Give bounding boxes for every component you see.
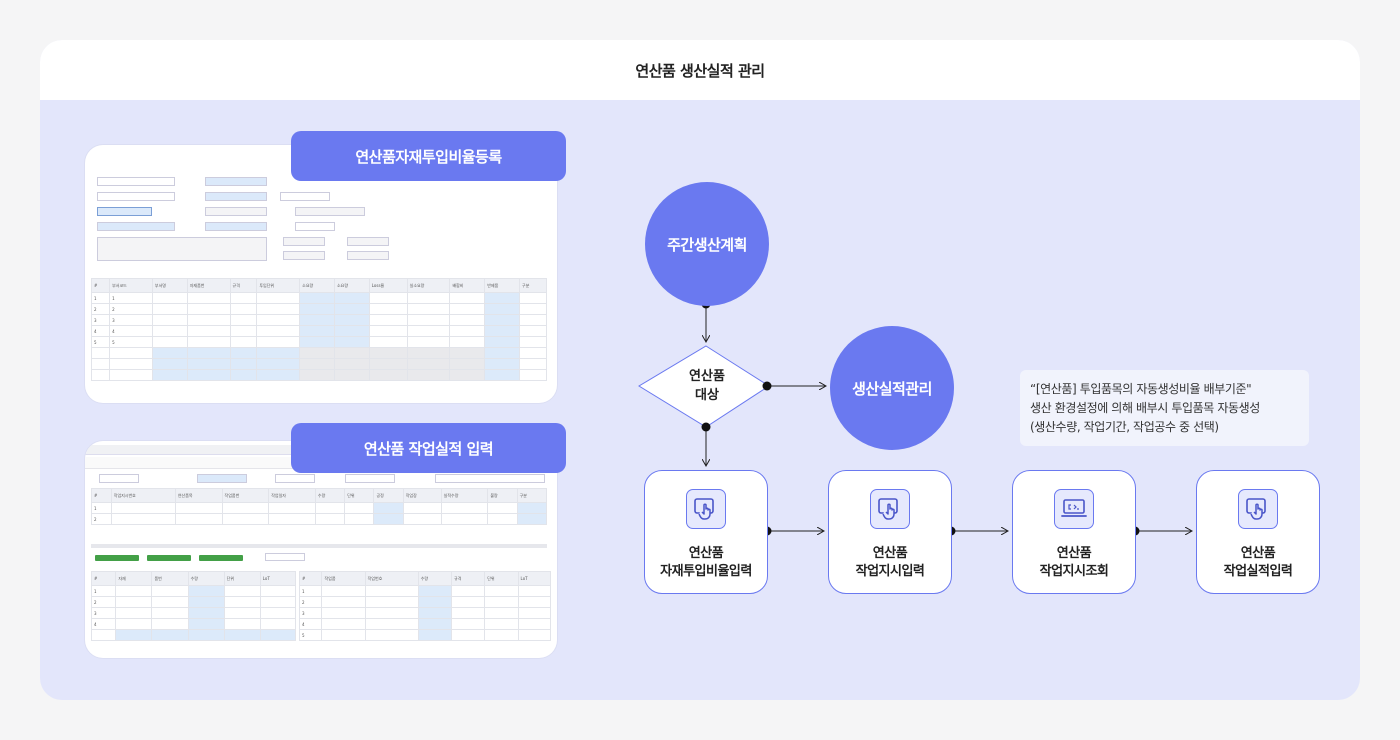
step3-line2: 작업지시조회 <box>1039 564 1109 579</box>
card-header: 연산품 생산실적 관리 <box>40 40 1360 100</box>
note-line1: “[연산품] 투입품목의 자동생성비율 배부기준" <box>1030 382 1252 396</box>
touch-screen-icon <box>870 489 910 529</box>
touch-screen-icon <box>686 489 726 529</box>
connector-decision-to-result-mgmt <box>762 381 827 391</box>
weekly-production-plan-node: 주간생산계획 <box>645 182 769 306</box>
badge-material-ratio: 연산품자재투입비율등록 <box>291 131 566 181</box>
step-work-order-input: 연산품 작업지시입력 <box>828 470 952 594</box>
step4-line2: 작업실적입력 <box>1223 564 1293 579</box>
production-result-management-node: 생산실적관리 <box>830 326 954 450</box>
step-work-result-input: 연산품 작업실적입력 <box>1196 470 1320 594</box>
step4-line1: 연산품 <box>1240 546 1276 561</box>
decision-label-line2: 대상 <box>695 388 719 403</box>
step-material-ratio-input: 연산품 자재투입비율입력 <box>644 470 768 594</box>
note-line2: 생산 환경설정에 의해 배부시 투입품목 자동생성 <box>1030 401 1260 415</box>
flow-connectors <box>638 299 1360 536</box>
step-work-order-inquiry: 연산품 작업지시조회 <box>1012 470 1136 594</box>
note-line3: (생산수량, 작업기간, 작업공수 중 선택) <box>1030 420 1219 434</box>
page-title: 연산품 생산실적 관리 <box>635 61 765 80</box>
touch-screen-icon <box>1238 489 1278 529</box>
connector-step3-to-step4 <box>1130 526 1193 536</box>
connector-decision-to-step1 <box>701 422 711 467</box>
step1-line2: 자재투입비율입력 <box>660 564 752 579</box>
allocation-note: “[연산품] 투입품목의 자동생성비율 배부기준" 생산 환경설정에 의해 배부… <box>1020 370 1309 446</box>
decision-label-line1: 연산품 <box>689 369 725 384</box>
step3-line1: 연산품 <box>1056 546 1092 561</box>
step2-line1: 연산품 <box>872 546 908 561</box>
step2-line2: 작업지시입력 <box>855 564 925 579</box>
connector-step1-to-step2 <box>762 526 825 536</box>
connector-step2-to-step3 <box>946 526 1009 536</box>
decision-label: 연산품 대상 <box>670 367 744 405</box>
laptop-icon <box>1054 489 1094 529</box>
step1-line1: 연산품 <box>688 546 724 561</box>
badge-work-result: 연산품 작업실적 입력 <box>291 423 566 473</box>
